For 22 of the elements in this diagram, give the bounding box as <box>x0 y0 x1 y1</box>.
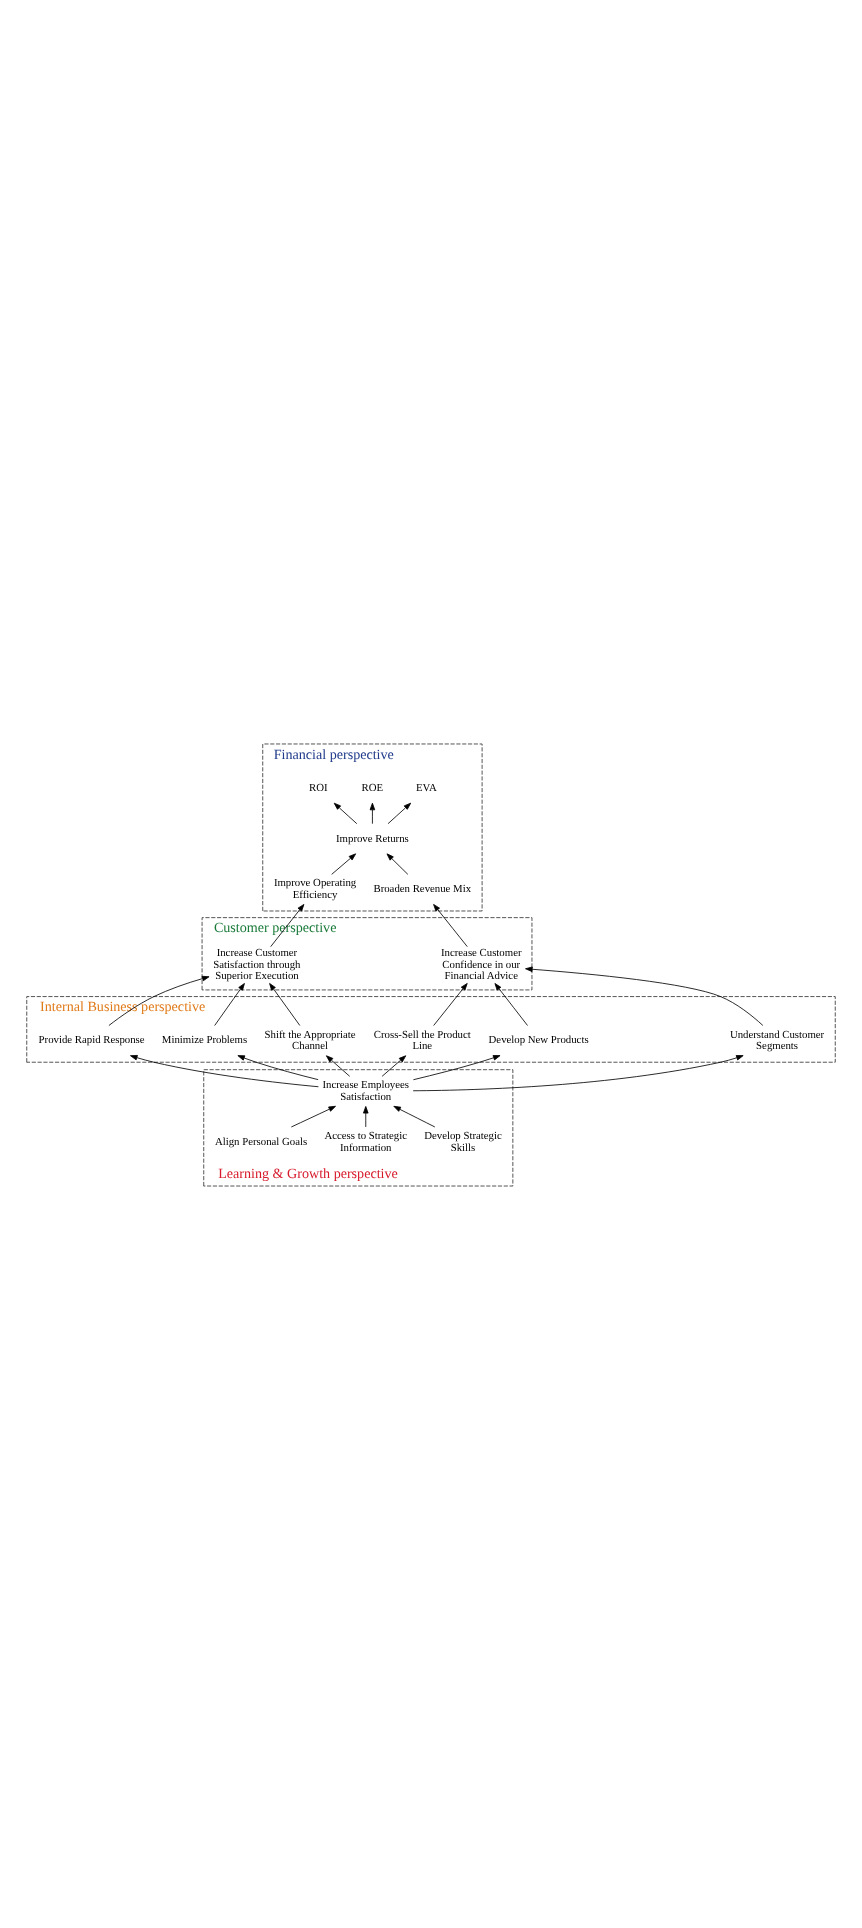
arrow <box>331 852 357 874</box>
arrow <box>363 1105 369 1127</box>
arrow <box>387 801 412 824</box>
arrow <box>369 801 376 824</box>
arrow <box>237 1054 319 1080</box>
arrow <box>494 982 528 1025</box>
arrow <box>393 1104 436 1127</box>
arrow <box>290 1104 336 1127</box>
arrow <box>386 852 409 874</box>
arrow <box>412 1054 744 1091</box>
arrow <box>381 1054 407 1076</box>
arrow <box>325 1054 351 1076</box>
arrow <box>269 982 301 1025</box>
arrow <box>413 1054 501 1080</box>
arrow <box>108 974 210 1025</box>
arrow <box>214 982 245 1025</box>
arrow <box>433 903 468 947</box>
arrow <box>130 1054 319 1087</box>
arrow <box>270 903 305 947</box>
arrow <box>433 982 468 1025</box>
arrow <box>333 801 358 824</box>
arrow <box>525 965 764 1025</box>
